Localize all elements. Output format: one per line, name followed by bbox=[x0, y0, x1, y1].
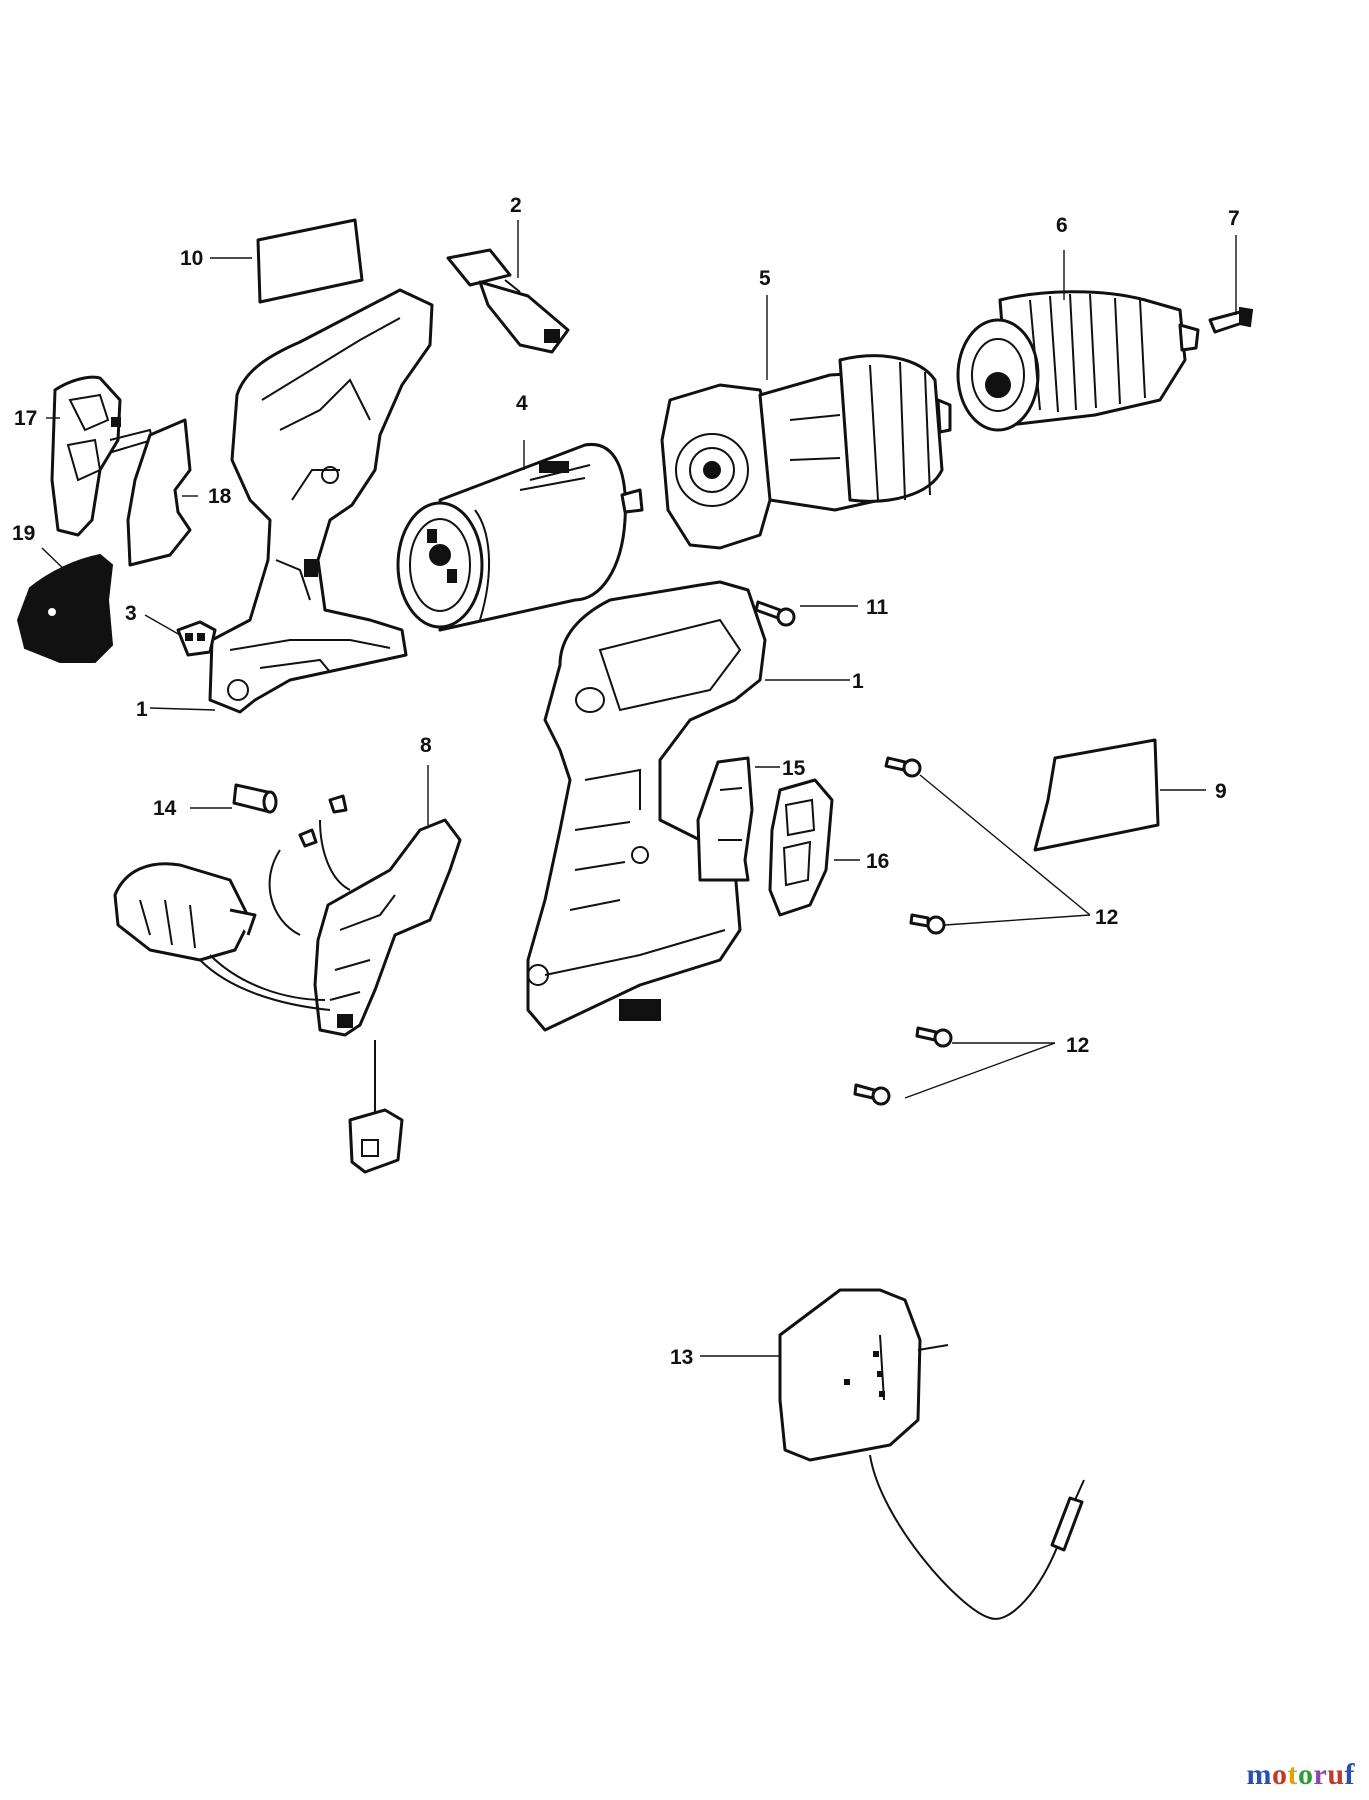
part-12-screws bbox=[853, 756, 953, 1106]
callout-1-left: 1 bbox=[136, 698, 148, 721]
callout-15: 15 bbox=[782, 757, 806, 780]
callout-2: 2 bbox=[510, 194, 522, 217]
callout-19: 19 bbox=[12, 522, 35, 545]
part-2-connector bbox=[446, 248, 570, 354]
part-8-switch-assembly bbox=[113, 794, 462, 1174]
leader-lines bbox=[41, 220, 1237, 1357]
callout-14: 14 bbox=[153, 797, 177, 820]
part-11-screw bbox=[754, 600, 796, 627]
callout-12-lower: 12 bbox=[1066, 1034, 1089, 1057]
callout-4: 4 bbox=[516, 392, 528, 415]
callout-13: 13 bbox=[670, 1346, 693, 1369]
part-13-charger bbox=[778, 1288, 1085, 1620]
part-16-side-cover bbox=[768, 778, 834, 917]
callout-9: 9 bbox=[1215, 780, 1227, 803]
part-7-screw bbox=[1208, 306, 1254, 334]
callout-11: 11 bbox=[866, 596, 889, 619]
part-1-left-housing bbox=[208, 288, 434, 714]
watermark-logo: motoruf bbox=[1246, 1758, 1355, 1791]
callout-3: 3 bbox=[125, 602, 137, 625]
part-15-grip-pad bbox=[696, 756, 754, 882]
callout-5: 5 bbox=[759, 267, 771, 290]
callout-1-right: 1 bbox=[852, 670, 864, 693]
callout-17: 17 bbox=[14, 407, 37, 430]
callout-10: 10 bbox=[180, 247, 203, 270]
part-4-motor bbox=[396, 442, 644, 632]
part-14-pin bbox=[232, 783, 278, 814]
callout-18: 18 bbox=[208, 485, 232, 508]
callout-6: 6 bbox=[1056, 214, 1068, 237]
callout-8: 8 bbox=[420, 734, 432, 757]
callout-7: 7 bbox=[1228, 207, 1240, 230]
callout-12-upper: 12 bbox=[1095, 906, 1118, 929]
part-3-switch bbox=[176, 620, 217, 657]
callout-labels: 10 2 5 4 6 7 17 18 19 3 1 11 1 8 14 15 1… bbox=[12, 194, 1240, 1369]
part-5-gearbox bbox=[660, 354, 952, 550]
part-17-side-plate bbox=[50, 375, 154, 537]
part-6-chuck bbox=[956, 290, 1200, 432]
part-18-label bbox=[126, 418, 192, 567]
part-10-label bbox=[256, 218, 364, 304]
part-1-right-housing bbox=[526, 580, 767, 1032]
callout-16: 16 bbox=[866, 850, 889, 873]
part-19-shield bbox=[16, 553, 114, 663]
part-9-label bbox=[1033, 738, 1160, 852]
